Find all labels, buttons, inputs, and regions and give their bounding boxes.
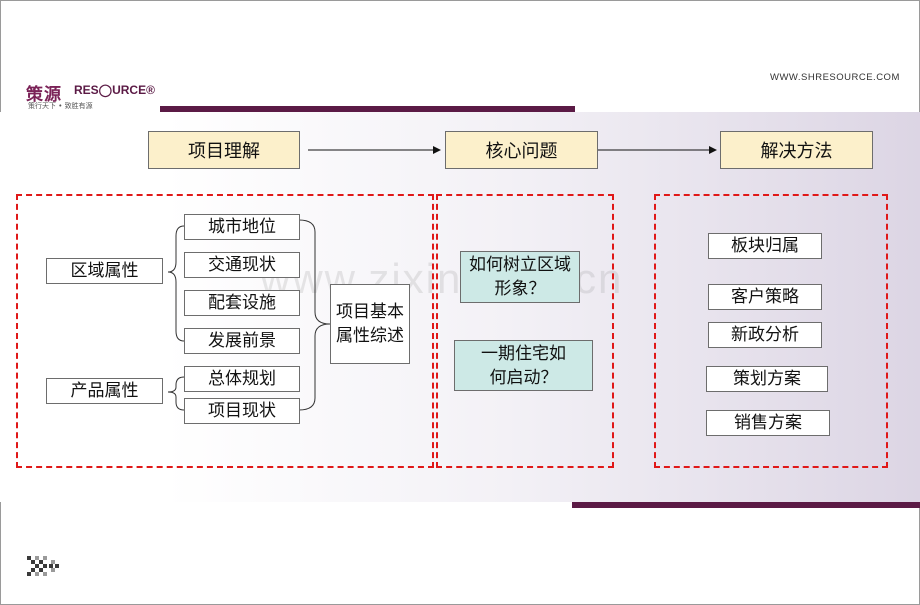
regional-attributes-box: 区域属性 [46,258,163,284]
header-project-understanding: 项目理解 [148,131,300,169]
item-traffic-status: 交通现状 [184,252,300,278]
solution-policy-analysis: 新政分析 [708,322,822,348]
item-project-status: 项目现状 [184,398,300,424]
logo-brand-text: RES◯URCE® [74,83,155,97]
regional-left-bracket [167,225,185,342]
top-accent-bar [160,106,575,112]
item-facilities: 配套设施 [184,290,300,316]
item-master-plan: 总体规划 [184,366,300,392]
solution-block-positioning: 板块归属 [708,233,822,259]
company-logo: 策源 RES◯URCE® 策行天下 • 致胜有源 [26,80,156,116]
core-questions-group [436,194,614,468]
solution-customer-strategy: 客户策略 [708,284,822,310]
product-left-bracket [167,376,185,411]
bottom-accent-bar [572,502,920,508]
item-city-status: 城市地位 [184,214,300,240]
product-attributes-box: 产品属性 [46,378,163,404]
header-core-questions: 核心问题 [445,131,598,169]
logo-slogan: 策行天下 • 致胜有源 [28,102,93,110]
solutions-group [654,194,888,468]
header-solutions: 解决方法 [720,131,873,169]
question-regional-image: 如何树立区域形象？ [460,251,580,303]
solution-planning-scheme: 策划方案 [706,366,828,392]
logo-mark: 策源 [26,85,62,105]
basic-attributes-summary-box: 项目基本属性综述 [330,284,410,364]
solution-sales-scheme: 销售方案 [706,410,830,436]
understanding-group [16,194,434,468]
item-development-prospects: 发展前景 [184,328,300,354]
website-url[interactable]: WWW.SHRESOURCE.COM [770,72,900,83]
question-phase-one-launch: 一期住宅如何启动？ [454,340,593,391]
